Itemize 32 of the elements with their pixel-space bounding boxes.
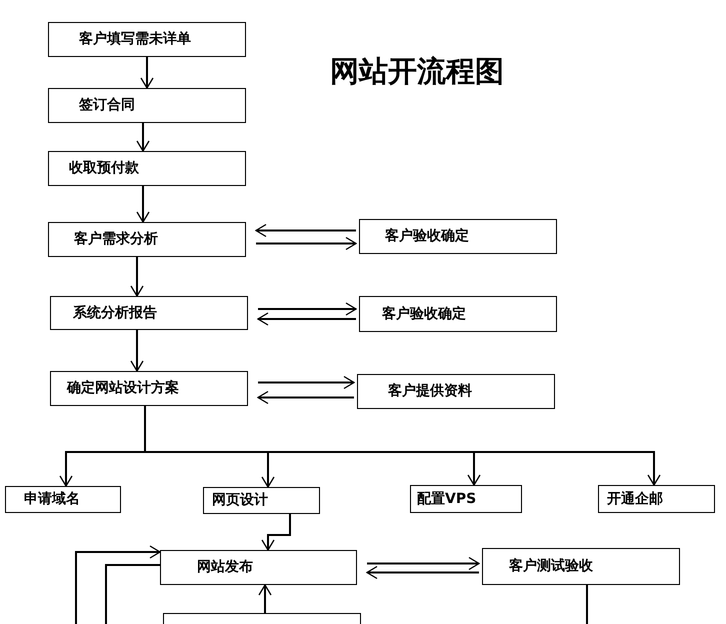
arrow <box>257 390 354 404</box>
process-box: 客户验收确定 <box>359 296 557 332</box>
arrow <box>255 224 356 238</box>
arrow <box>366 566 479 580</box>
process-box: 配置VPS <box>410 485 522 513</box>
process-box: 网页设计 <box>203 487 320 514</box>
arrow <box>130 257 144 297</box>
process-box: 开通企邮 <box>598 485 715 513</box>
process-box: 收取预付款 <box>48 151 246 186</box>
process-box: 客户验收确定 <box>359 219 557 254</box>
arrow <box>258 376 355 390</box>
diagram-title: 网站开流程图 <box>330 53 504 90</box>
process-box: 申请域名 <box>5 486 121 513</box>
arrow <box>261 514 291 551</box>
process-box: 确定网站设计方案 <box>50 371 248 406</box>
arrow <box>130 330 144 372</box>
process-box: 客户需求分析 <box>48 222 246 257</box>
process-box: 网站发布 <box>160 550 357 585</box>
arrow <box>258 302 357 316</box>
arrow <box>75 545 161 624</box>
arrow <box>258 584 272 613</box>
arrow <box>136 186 150 223</box>
arrow <box>257 312 356 326</box>
arrow <box>256 236 357 250</box>
arrow <box>367 556 480 570</box>
arrow <box>136 123 150 152</box>
process-box: 签订合同 <box>48 88 246 123</box>
process-box: 客户填写需未详单 <box>48 22 246 57</box>
process-box: 客户测试验收 <box>482 548 680 585</box>
process-box: 系统分析报告 <box>50 296 248 330</box>
process-box: 客户提供资料 <box>357 374 555 409</box>
arrow <box>140 57 154 89</box>
